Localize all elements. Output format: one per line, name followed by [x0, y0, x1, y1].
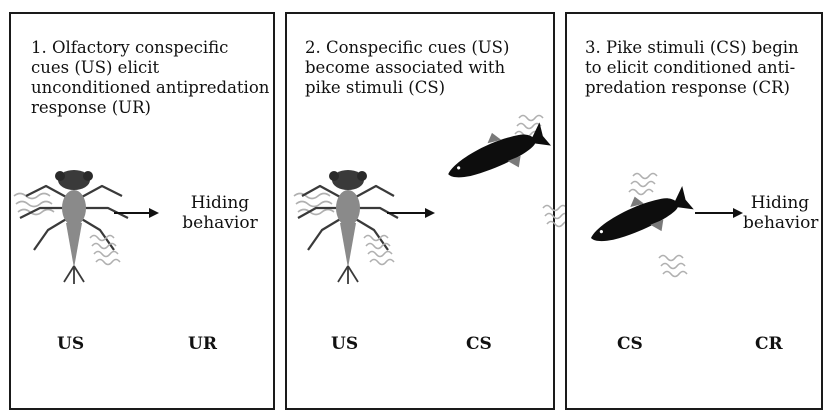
- damselfly-larva-icon: [294, 170, 398, 284]
- damselfly-larva-icon: [14, 170, 128, 284]
- panel-unconditioned: 1. Olfactory conspecific cues (US) elici…: [9, 12, 275, 410]
- label-cs: CS: [617, 334, 643, 354]
- label-cs: CS: [466, 334, 492, 354]
- arrow-right-icon: [695, 208, 743, 218]
- pike-fish-icon: [574, 153, 723, 304]
- arrow-right-icon: [114, 208, 159, 218]
- panel-2-illustration: [287, 14, 557, 412]
- label-us: US: [57, 334, 84, 354]
- panel-conditioned: 3. Pike stimuli (CS) begin to elicit con…: [565, 12, 823, 410]
- response-hiding-behavior: Hiding behavior: [743, 193, 817, 233]
- panel-association: 2. Conspecific cues (US) become associat…: [285, 12, 555, 410]
- label-us: US: [331, 334, 358, 354]
- response-hiding-behavior: Hiding behavior: [181, 193, 259, 233]
- label-ur: UR: [188, 334, 217, 354]
- label-cr: CR: [755, 334, 783, 354]
